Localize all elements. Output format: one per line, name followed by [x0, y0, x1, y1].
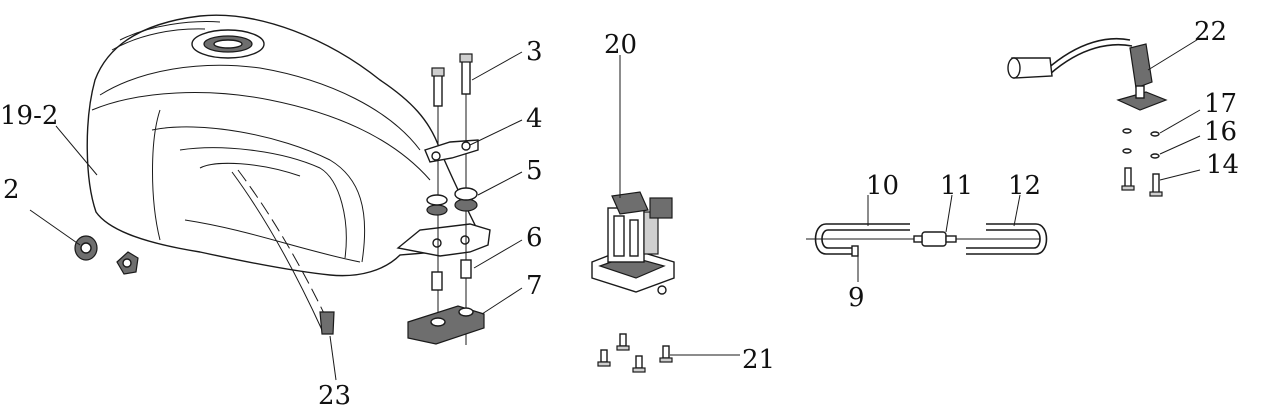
callout-11: 11 — [940, 171, 973, 201]
callout-19-2: 19-2 — [0, 101, 58, 131]
callout-3: 3 — [526, 37, 543, 67]
part-21-screws — [597, 333, 673, 373]
fuel-line-assembly — [806, 223, 1048, 257]
part-23-drain-hose — [231, 169, 335, 335]
fuel-tank — [86, 14, 481, 277]
part-20-fuel-pump — [591, 178, 675, 295]
callout-10: 10 — [866, 171, 899, 201]
sender-fasteners — [1121, 128, 1163, 197]
callout-12: 12 — [1008, 171, 1041, 201]
leader-lines — [29, 37, 1201, 381]
callout-2: 2 — [3, 175, 20, 205]
callout-5: 5 — [526, 156, 543, 186]
callout-14: 14 — [1206, 150, 1239, 180]
callout-9: 9 — [848, 283, 865, 313]
callout-16: 16 — [1204, 117, 1237, 147]
part-22-fuel-level-sender — [1007, 37, 1168, 111]
callout-20: 20 — [604, 30, 637, 60]
callout-22: 22 — [1194, 17, 1227, 47]
callout-6: 6 — [526, 223, 543, 253]
tank-rear-bracket — [396, 223, 491, 257]
mounting-hardware-stack — [407, 53, 485, 345]
part-2-grommets — [74, 235, 139, 275]
callout-7: 7 — [526, 271, 543, 301]
callout-4: 4 — [526, 104, 543, 134]
callout-17: 17 — [1204, 89, 1237, 119]
callout-23: 23 — [318, 381, 351, 411]
callout-21: 21 — [742, 345, 775, 375]
